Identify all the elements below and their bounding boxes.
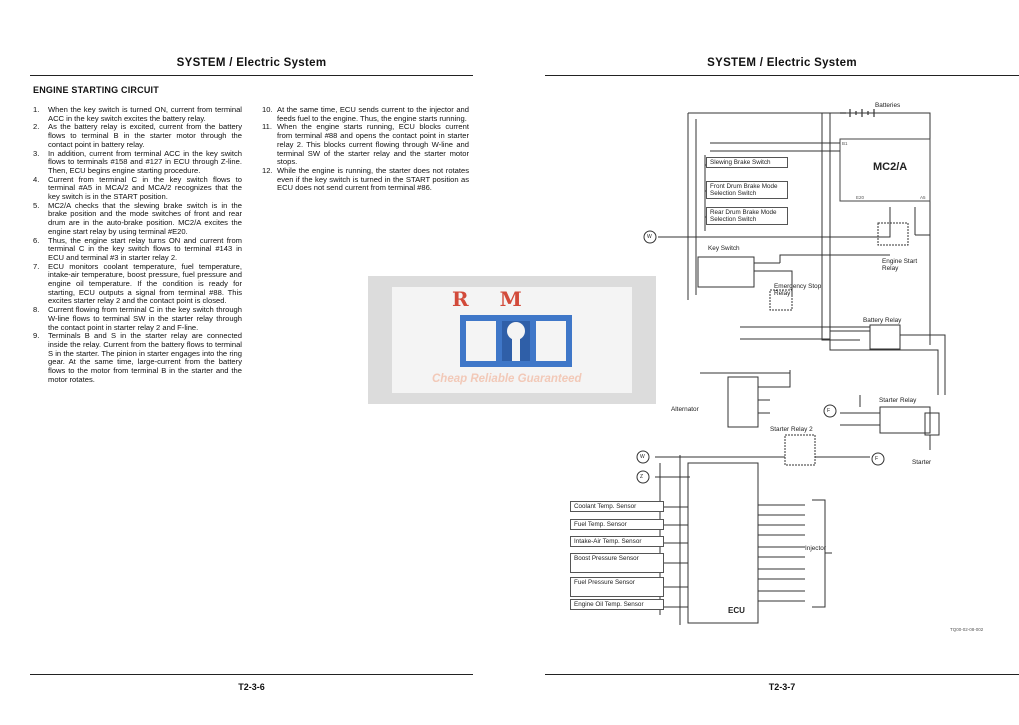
rear-drum-brake-switch: Rear Drum Brake Mode Selection Switch bbox=[706, 207, 788, 225]
steps-column-2: 10.At the same time, ECU sends current t… bbox=[262, 105, 469, 193]
left-page-number: T2-3-6 bbox=[238, 682, 265, 692]
z-line-marker: Z bbox=[640, 474, 644, 480]
batteries-label: Batteries bbox=[875, 102, 901, 109]
engine-start-relay-label: Engine Start Relay bbox=[882, 258, 918, 272]
step-item: 4.Current from terminal C in the key swi… bbox=[33, 174, 242, 202]
figure-code: TQ00-02-08-002 bbox=[950, 627, 984, 632]
section-title: ENGINE STARTING CIRCUIT bbox=[33, 85, 159, 95]
battery-relay-label: Battery Relay bbox=[863, 317, 902, 324]
step-item: 3.In addition, current from terminal ACC… bbox=[33, 148, 242, 175]
right-footer-rule bbox=[545, 674, 1019, 675]
step-item: 5.MC2/A checks that the slewing brake sw… bbox=[33, 200, 242, 236]
w-line-marker: W bbox=[647, 234, 652, 240]
left-page-header: SYSTEM / Electric System bbox=[176, 57, 327, 69]
steps-column-1: 1.When the key switch is turned ON, curr… bbox=[33, 105, 242, 385]
injector-label: Injector bbox=[805, 545, 826, 552]
engine-oil-temp-sensor: Engine Oil Temp. Sensor bbox=[570, 599, 664, 610]
wrench-logo-icon bbox=[460, 315, 572, 367]
starter-relay-2-label: Starter Relay 2 bbox=[770, 426, 813, 433]
fuel-pressure-sensor: Fuel Pressure Sensor bbox=[570, 577, 664, 597]
terminal-e20: E20 bbox=[856, 195, 865, 200]
terminal-a5: A5 bbox=[920, 195, 926, 200]
w-line-marker-2: W bbox=[640, 454, 645, 460]
emergency-stop-relay-label: Emergency Stop Relay bbox=[774, 283, 822, 297]
terminal-b1: B1 bbox=[842, 141, 848, 146]
step-item: 1.When the key switch is turned ON, curr… bbox=[33, 105, 242, 123]
watermark-tagline: Cheap Reliable Guaranteed bbox=[432, 373, 582, 385]
ecu-label: ECU bbox=[728, 606, 745, 615]
starter-label: Starter bbox=[912, 459, 932, 466]
intake-air-temp-sensor: Intake-Air Temp. Sensor bbox=[570, 536, 664, 547]
slewing-brake-switch: Slewing Brake Switch bbox=[706, 157, 788, 168]
f-line-marker: F bbox=[827, 408, 831, 414]
fuel-temp-sensor: Fuel Temp. Sensor bbox=[570, 519, 664, 530]
f-line-marker-2: F bbox=[875, 456, 879, 462]
left-header-rule bbox=[30, 75, 473, 76]
right-header-rule bbox=[545, 75, 1019, 76]
left-page: SYSTEM / Electric System ENGINE STARTING… bbox=[0, 0, 509, 725]
key-switch-label: Key Switch bbox=[708, 245, 740, 252]
right-page-number: T2-3-7 bbox=[768, 682, 796, 692]
step-item: 11.When the engine starts running, ECU b… bbox=[262, 122, 469, 167]
wiring-diagram: Batteries MC2/A Slewing Brake Switch Fro… bbox=[560, 95, 1000, 635]
watermark: R M Cheap Reliable Guaranteed bbox=[368, 276, 656, 404]
starter-relay-label: Starter Relay bbox=[879, 397, 917, 404]
watermark-brand: R M bbox=[452, 287, 534, 311]
right-page: SYSTEM / Electric System T2-3-7 bbox=[510, 0, 1019, 725]
watermark-panel: R M Cheap Reliable Guaranteed bbox=[392, 287, 632, 393]
step-item: 7.ECU monitors coolant temperature, fuel… bbox=[33, 261, 242, 306]
right-page-header: SYSTEM / Electric System bbox=[707, 57, 857, 69]
coolant-temp-sensor: Coolant Temp. Sensor bbox=[570, 501, 664, 512]
front-drum-brake-switch: Front Drum Brake Mode Selection Switch bbox=[706, 181, 788, 199]
left-footer-rule bbox=[30, 674, 473, 675]
alternator-label: Alternator bbox=[671, 406, 699, 413]
step-item: 10.At the same time, ECU sends current t… bbox=[262, 105, 469, 123]
step-item: 6.Thus, the engine start relay turns ON … bbox=[33, 235, 242, 262]
step-item: 2.As the battery relay is excited, curre… bbox=[33, 122, 242, 149]
step-item: 9.Terminals B and S in the starter relay… bbox=[33, 331, 242, 384]
step-item: 12.While the engine is running, the star… bbox=[262, 165, 469, 193]
step-item: 8.Current flowing from terminal C in the… bbox=[33, 305, 242, 332]
boost-pressure-sensor: Boost Pressure Sensor bbox=[570, 553, 664, 573]
mc2a-label: MC2/A bbox=[873, 161, 908, 173]
